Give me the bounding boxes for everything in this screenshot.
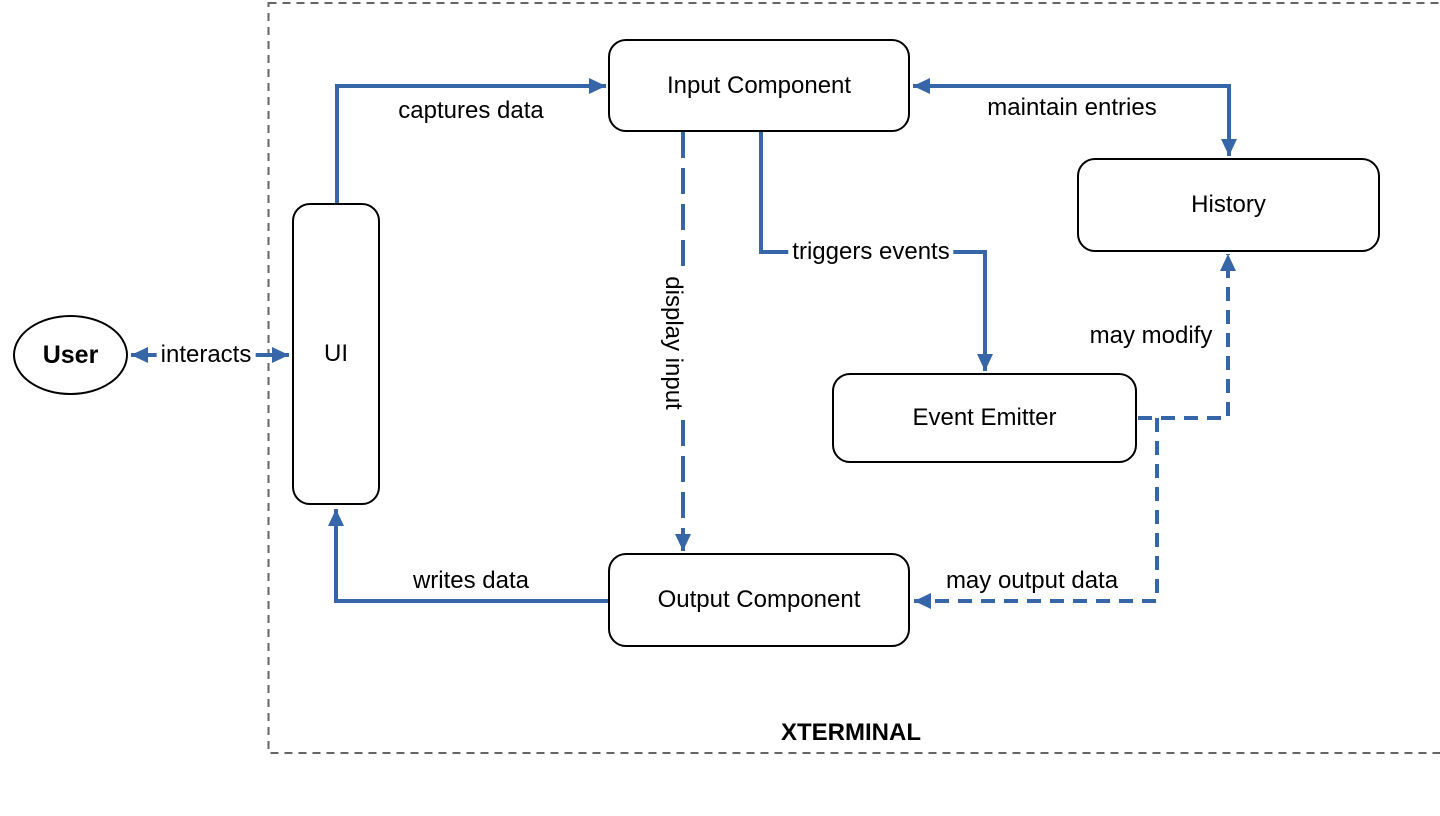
edge-label-writes-data: writes data — [412, 567, 530, 595]
node-ui-label: UI — [324, 340, 348, 367]
edge-may-output-data — [914, 418, 1159, 609]
xterminal-boundary — [267, 2, 1440, 754]
edge-label-maintain-entries: maintain entries — [987, 94, 1157, 122]
xterminal-boundary-title: XTERMINAL — [781, 719, 921, 746]
node-output-component-label: Output Component — [657, 586, 861, 613]
node-event-emitter: Event Emitter — [832, 373, 1137, 463]
node-history-label: History — [1191, 191, 1266, 218]
node-history: History — [1077, 158, 1380, 252]
node-user: User — [13, 315, 128, 395]
edge-label-captures-data: captures data — [398, 97, 544, 125]
edge-may-modify — [1138, 254, 1236, 420]
node-output-component: Output Component — [608, 553, 910, 647]
edge-label-triggers-events: triggers events — [788, 238, 954, 266]
node-user-label: User — [42, 340, 99, 369]
edge-captures-data — [335, 78, 606, 203]
edge-writes-data — [328, 509, 608, 603]
node-ui: UI — [292, 203, 380, 505]
edge-label-interacts: interacts — [156, 341, 256, 369]
node-input-component: Input Component — [608, 39, 910, 132]
edge-label-display-input: display input — [659, 270, 687, 416]
node-input-component-label: Input Component — [666, 71, 852, 99]
edge-label-may-modify: may modify — [1089, 322, 1213, 350]
node-event-emitter-label: Event Emitter — [912, 404, 1057, 431]
edge-maintain-entries — [913, 78, 1237, 156]
edge-label-may-output-data: may output data — [945, 567, 1119, 595]
